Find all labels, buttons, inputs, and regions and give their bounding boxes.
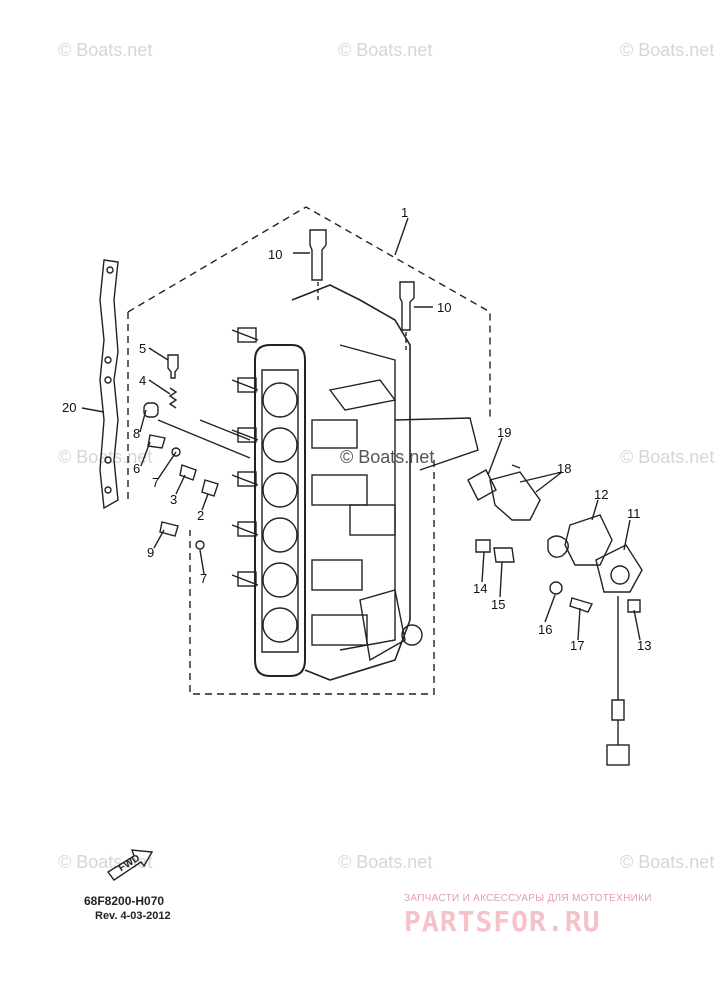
callout-1: 1 (401, 205, 409, 220)
screw-17 (569, 597, 593, 613)
watermark: © Boats.net (620, 447, 714, 467)
callout-11: 11 (627, 506, 641, 521)
callout-6: 6 (133, 461, 141, 476)
assembly-outline (127, 206, 491, 695)
sensor-connector (606, 744, 630, 766)
bushing-19 (467, 469, 497, 501)
callout-12: 12 (594, 487, 609, 502)
watermark: © Boats.net (620, 40, 714, 60)
holder-2 (201, 479, 219, 497)
sensor-base-12 (564, 514, 613, 566)
bushing-15 (493, 547, 515, 563)
callout-2: 2 (197, 508, 205, 523)
callout-15: 15 (491, 597, 506, 612)
callout-13: 13 (637, 638, 652, 653)
logo-tagline: ЗАПЧАСТИ И АКСЕССУАРЫ ДЛЯ МОТОТЕХНИКИ (404, 893, 652, 904)
watermark: © Boats.net (620, 852, 714, 872)
watermark: © Boats.net (58, 447, 153, 467)
callout-3: 3 (170, 492, 178, 507)
part-8 (143, 402, 159, 418)
watermark: © Boats.net (338, 40, 433, 60)
lever-18 (489, 471, 541, 521)
callout-10-right: 10 (437, 300, 452, 315)
sensor-lead (611, 596, 625, 721)
part-code: 68F8200-H070 (84, 894, 165, 908)
fwd-arrow (106, 849, 154, 881)
washer-7a (171, 447, 181, 457)
intake-plate (254, 344, 306, 677)
screw-3 (179, 464, 197, 481)
tps-11 (595, 544, 643, 593)
callout-17: 17 (570, 638, 585, 653)
callout-7a: 7 (152, 475, 160, 490)
callout-5: 5 (139, 341, 147, 356)
screw-6 (147, 434, 166, 449)
callout-9: 9 (147, 545, 155, 560)
callout-7b: 7 (200, 571, 208, 586)
pipe-10-right (399, 281, 415, 331)
watermark: © Boats.net (58, 40, 153, 60)
screw-9 (159, 521, 179, 537)
spring-4 (168, 387, 178, 409)
logo-brand: PARTSFOR.RU (404, 905, 601, 938)
pipe-10-upper (309, 229, 327, 281)
watermark-center: © Boats.net (340, 447, 435, 467)
callout-8: 8 (133, 426, 141, 441)
screw-13 (627, 599, 641, 613)
callout-19: 19 (497, 425, 512, 440)
callout-18: 18 (557, 461, 572, 476)
callout-4: 4 (139, 373, 147, 388)
watermark: © Boats.net (338, 852, 433, 872)
callout-16: 16 (538, 622, 553, 637)
callout-10-upper: 10 (268, 247, 283, 262)
watermark: © Boats.net (58, 852, 153, 872)
callout-14: 14 (473, 581, 488, 596)
washer-7b (195, 540, 205, 550)
gasket-20 (99, 259, 119, 510)
pin-14 (475, 539, 491, 553)
callout-20: 20 (62, 400, 77, 415)
washer-16 (549, 581, 563, 595)
screw-5 (167, 354, 179, 379)
throttle-body (291, 284, 411, 681)
revision-date: Rev. 4-03-2012 (95, 910, 171, 922)
